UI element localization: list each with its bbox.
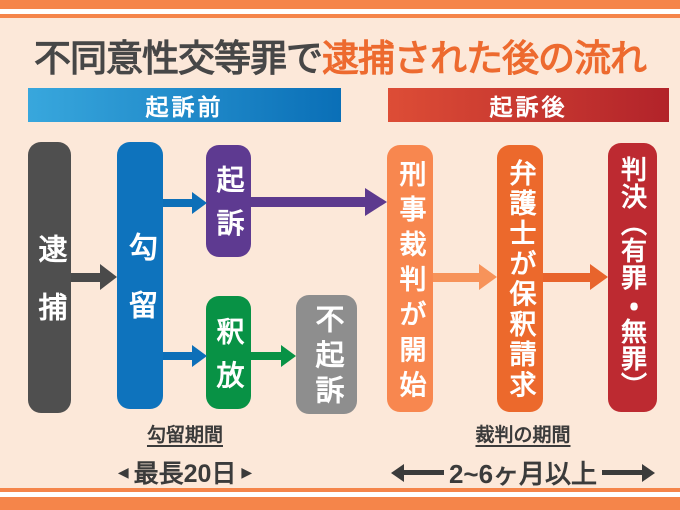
arrow-head-icon	[479, 264, 497, 290]
node-non-prosecution: 不起訴	[296, 295, 357, 414]
bottom-border-stripe-thick	[0, 497, 680, 510]
trial-period-value: 2~6ヶ月以上	[448, 459, 598, 489]
node-verdict-label: 判決（有罪・無罪）	[617, 156, 648, 400]
arrow-shaft	[163, 352, 192, 360]
flow-arrow-trial-to-bail	[433, 264, 497, 290]
node-arrest: 逮捕	[28, 142, 71, 413]
top-border-stripe-thick	[0, 0, 680, 9]
node-release: 釈放	[206, 296, 251, 409]
bottom-border-stripe-thin	[0, 488, 680, 492]
flow-arrow-detention-to-prosecution	[163, 192, 207, 214]
phase-header-pre-indictment-label: 起訴前	[145, 94, 224, 120]
node-verdict: 判決（有罪・無罪）	[608, 143, 657, 412]
node-release-label: 釈放	[213, 316, 245, 404]
detention-period-value-row: ◀ 最長20日 ▶	[118, 454, 252, 490]
arrow-head-icon	[365, 188, 387, 216]
arrow-head-icon	[590, 264, 608, 290]
detention-period-title: 勾留期間	[146, 425, 223, 446]
long-left-arrow-icon	[390, 463, 444, 482]
phase-header-pre-indictment: 起訴前	[28, 88, 341, 122]
page-title-orange-part: 逮捕された後の流れ	[322, 38, 647, 79]
trial-period-value-row: 2~6ヶ月以上	[390, 454, 656, 491]
left-triangle-icon: ◀	[117, 464, 129, 480]
phase-header-post-indictment-label: 起訴後	[489, 94, 568, 120]
arrow-head-icon	[100, 264, 117, 290]
node-trial-start: 刑事裁判が開始	[387, 145, 433, 412]
page-title-black-part: 不同意性交等罪で	[34, 38, 323, 79]
long-right-arrow-icon	[602, 463, 656, 482]
top-border-stripe-thin	[0, 14, 680, 18]
node-detention-label: 勾留	[124, 232, 157, 348]
arrow-shaft	[543, 272, 590, 282]
trial-period-caption: 裁判の期間 2~6ヶ月以上	[378, 420, 668, 491]
arrow-shaft	[163, 199, 192, 207]
arrow-head-icon	[192, 345, 207, 367]
node-detention: 勾留	[117, 142, 163, 409]
arrow-shaft	[251, 352, 281, 360]
flow-arrow-prosecution-to-trial	[250, 188, 387, 216]
node-prosecution: 起訴	[206, 145, 251, 257]
page-title: 不同意性交等罪で 逮捕された後の流れ	[0, 30, 680, 80]
flow-arrow-arrest-to-detention	[71, 264, 117, 290]
bottom-border-stripe-white	[0, 492, 680, 497]
detention-period-caption: 勾留期間 ◀ 最長20日 ▶	[105, 420, 265, 490]
node-prosecution-label: 起訴	[213, 165, 245, 252]
detention-period-value: 最長20日	[133, 460, 237, 488]
trial-period-title: 裁判の期間	[475, 425, 571, 446]
arrow-shaft	[250, 197, 365, 207]
flow-arrow-detention-to-release	[163, 345, 207, 367]
top-border-stripe-white	[0, 9, 680, 14]
node-arrest-label: 逮捕	[34, 234, 66, 350]
node-non-prosecution-label: 不起訴	[311, 304, 343, 411]
right-triangle-icon: ▶	[241, 464, 253, 480]
flow-arrow-bail-to-verdict	[543, 264, 608, 290]
arrow-shaft	[71, 272, 100, 282]
phase-header-post-indictment: 起訴後	[388, 88, 669, 122]
arrow-head-icon	[281, 345, 296, 367]
flow-arrow-release-to-non-prosecution	[251, 345, 296, 367]
arrow-head-icon	[192, 192, 207, 214]
node-bail-request-label: 弁護士が保釈請求	[505, 159, 536, 401]
node-bail-request: 弁護士が保釈請求	[497, 145, 543, 412]
node-trial-start-label: 刑事裁判が開始	[395, 159, 426, 406]
arrow-shaft	[433, 272, 479, 282]
